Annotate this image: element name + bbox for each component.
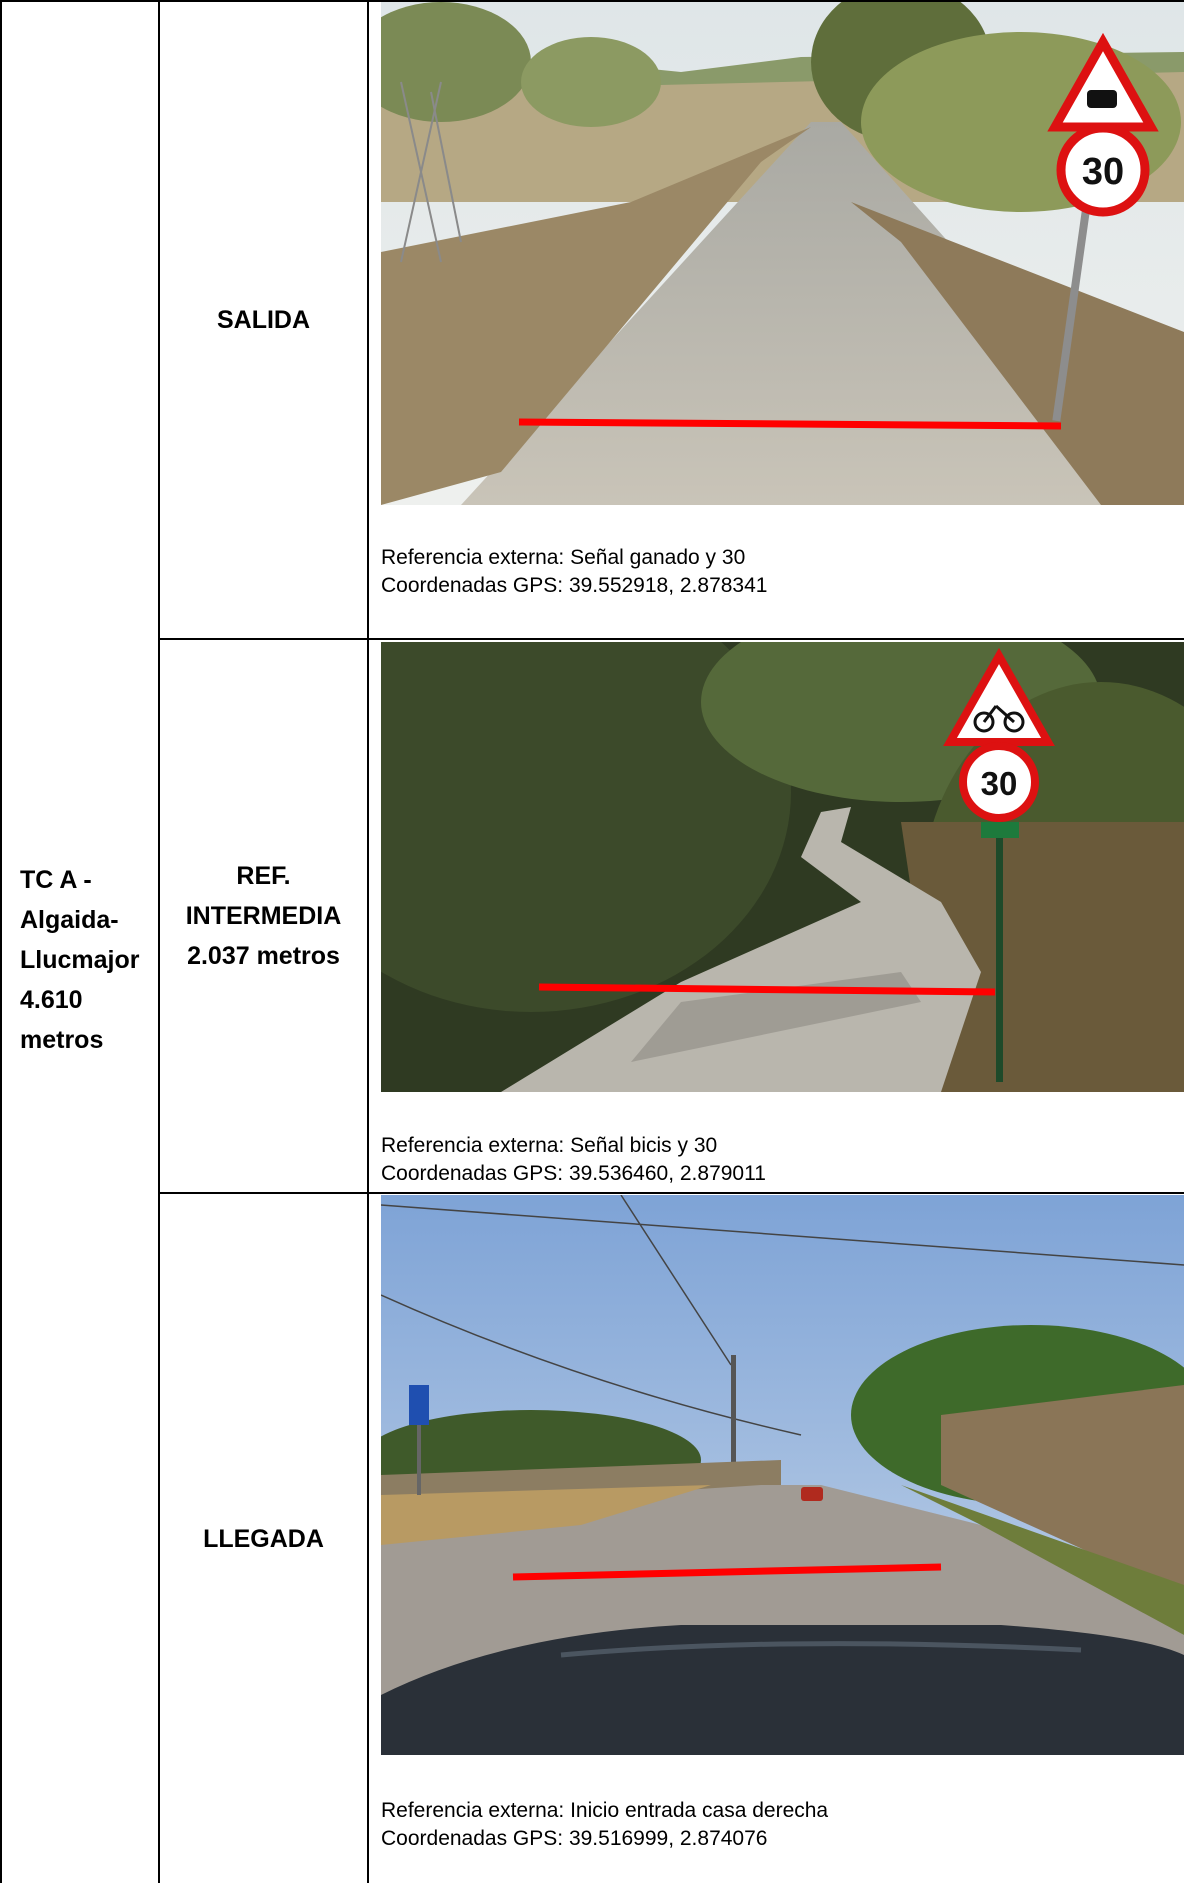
row-divider-2 [158,1192,1184,1194]
column-divider-1 [158,0,160,1883]
external-reference: Referencia externa: Señal bicis y 30 [381,1134,718,1157]
route-line: 4.610 [20,986,83,1014]
speed-limit-text: 30 [1082,151,1124,193]
caption-llegada: Referencia externa: Inicio entrada casa … [381,1797,828,1853]
row-label-intermedia: REF. INTERMEDIA 2.037 metros [160,640,367,1192]
route-line: metros [20,1026,104,1054]
row-divider-1 [158,638,1184,640]
label-line: INTERMEDIA [185,902,342,930]
road-photo-salida: 30 [381,2,1184,505]
external-reference: Referencia externa: Señal ganado y 30 [381,546,746,569]
label-line: REF. [236,862,291,890]
route-line: Algaida- [20,906,119,934]
row-label-llegada: LLEGADA [160,1194,367,1883]
gps-coordinates: Coordenadas GPS: 39.516999, 2.874076 [381,1827,768,1850]
caption-intermedia: Referencia externa: Señal bicis y 30 Coo… [381,1132,766,1188]
route-line: Llucmajor [20,946,140,974]
caption-salida: Referencia externa: Señal ganado y 30 Co… [381,544,767,600]
bicycle-icon [973,704,1025,733]
road-photo-intermedia: 30 [381,642,1184,1092]
gps-coordinates: Coordenadas GPS: 39.536460, 2.879011 [381,1162,766,1185]
gps-coordinates: Coordenadas GPS: 39.552918, 2.878341 [381,574,768,597]
label-line: 2.037 metros [187,942,340,970]
row-label-salida: SALIDA [160,2,367,638]
label-line: LLEGADA [203,1524,324,1553]
column-divider-2 [367,0,369,1883]
route-line: TC A - [20,866,92,894]
table-border-left [0,0,2,1883]
label-line: SALIDA [216,306,311,334]
speed-limit-text: 30 [981,765,1018,802]
external-reference: Referencia externa: Inicio entrada casa … [381,1799,829,1822]
table-border-top [0,0,1184,2]
route-cell: TC A - Algaida- Llucmajor 4.610 metros [20,860,150,1060]
road-photo-llegada [381,1195,1184,1755]
